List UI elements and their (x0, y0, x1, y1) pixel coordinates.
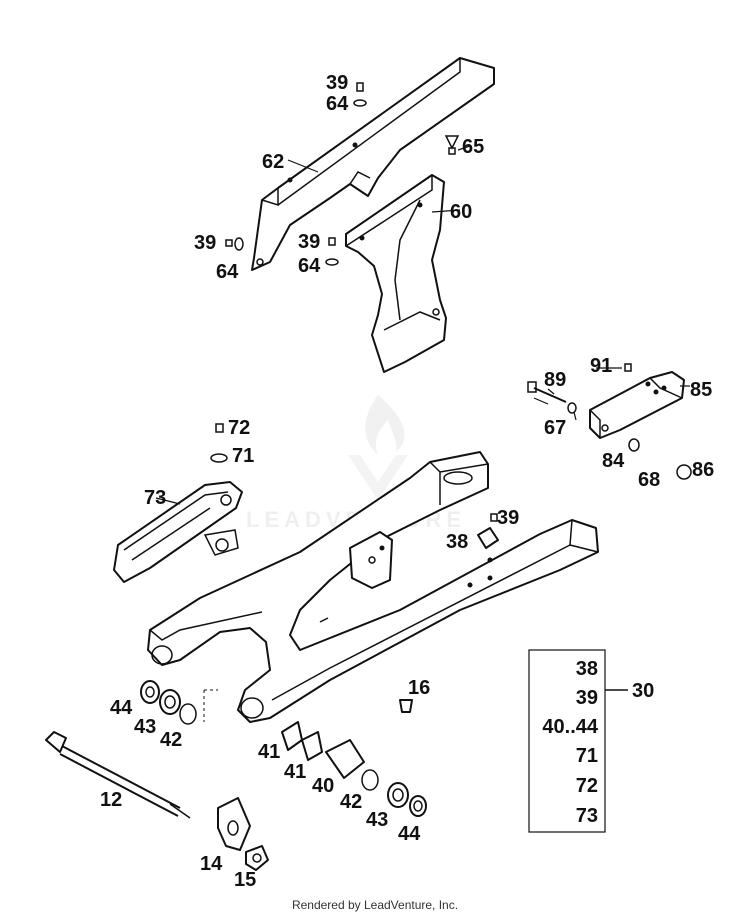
screws-top (225, 82, 460, 266)
callout-42-right: 42 (340, 791, 362, 813)
callout-85: 85 (690, 379, 712, 401)
callout-43-right: 43 (366, 809, 388, 831)
callout-71: 71 (232, 445, 254, 467)
chain-guard-upper (251, 57, 495, 271)
bearings-right (281, 721, 427, 817)
kit-item: 72 (576, 775, 598, 797)
callout-72: 72 (228, 417, 250, 439)
footer-credit: Rendered by LeadVenture, Inc. (291, 898, 459, 912)
callout-73: 73 (144, 487, 166, 509)
callout-64-mid: 64 (298, 255, 321, 277)
callout-86: 86 (692, 459, 714, 481)
callout-39-top: 39 (326, 72, 348, 94)
callout-39-arm: 39 (497, 507, 519, 529)
callout-16: 16 (408, 677, 430, 699)
chain-guard-lower (345, 174, 447, 373)
callout-38: 38 (446, 531, 468, 553)
axle-plate (217, 797, 251, 851)
kit-box-frame (528, 649, 606, 833)
callout-42-left: 42 (160, 729, 182, 751)
callout-84: 84 (602, 450, 625, 472)
kit-item: 71 (576, 745, 598, 767)
pivot-box-left (203, 689, 218, 722)
callout-14: 14 (200, 853, 223, 875)
chain-slider (527, 363, 692, 480)
callout-39-mid: 39 (298, 231, 320, 253)
swingarm-axle (45, 731, 191, 819)
kit-item: 40..44 (542, 716, 598, 738)
plug (399, 699, 413, 713)
callout-68: 68 (638, 469, 660, 491)
callout-44-right: 44 (398, 823, 421, 845)
callout-15: 15 (234, 869, 256, 891)
callout-64-top: 64 (326, 93, 349, 115)
bearings-left (140, 680, 197, 725)
axle-nut (245, 845, 269, 871)
kit-item: 73 (576, 805, 598, 827)
callout-89: 89 (544, 369, 566, 391)
callout-40: 40 (312, 775, 334, 797)
kit-item: 38 (576, 658, 598, 680)
callout-12: 12 (100, 789, 122, 811)
callout-91: 91 (590, 355, 612, 377)
callout-64-left: 64 (216, 261, 239, 283)
leader-lines (155, 145, 690, 505)
callout-62: 62 (262, 151, 284, 173)
callout-44-left: 44 (110, 697, 133, 719)
chain-guide (113, 423, 243, 583)
callout-41-a: 41 (258, 741, 280, 763)
callout-67: 67 (544, 417, 566, 439)
callouts: 39 64 65 62 60 39 64 39 64 89 91 85 67 8… (100, 72, 714, 891)
kit-item: 39 (576, 687, 598, 709)
callout-43-left: 43 (134, 716, 156, 738)
flame-logo-icon (348, 395, 408, 500)
callout-65: 65 (462, 136, 484, 158)
callout-60: 60 (450, 201, 472, 223)
kit-box: 30 38 39 40..44 71 72 73 (528, 649, 654, 833)
swingarm (147, 451, 599, 723)
callout-41-b: 41 (284, 761, 306, 783)
kit-number: 30 (632, 680, 654, 702)
callout-39-left: 39 (194, 232, 216, 254)
